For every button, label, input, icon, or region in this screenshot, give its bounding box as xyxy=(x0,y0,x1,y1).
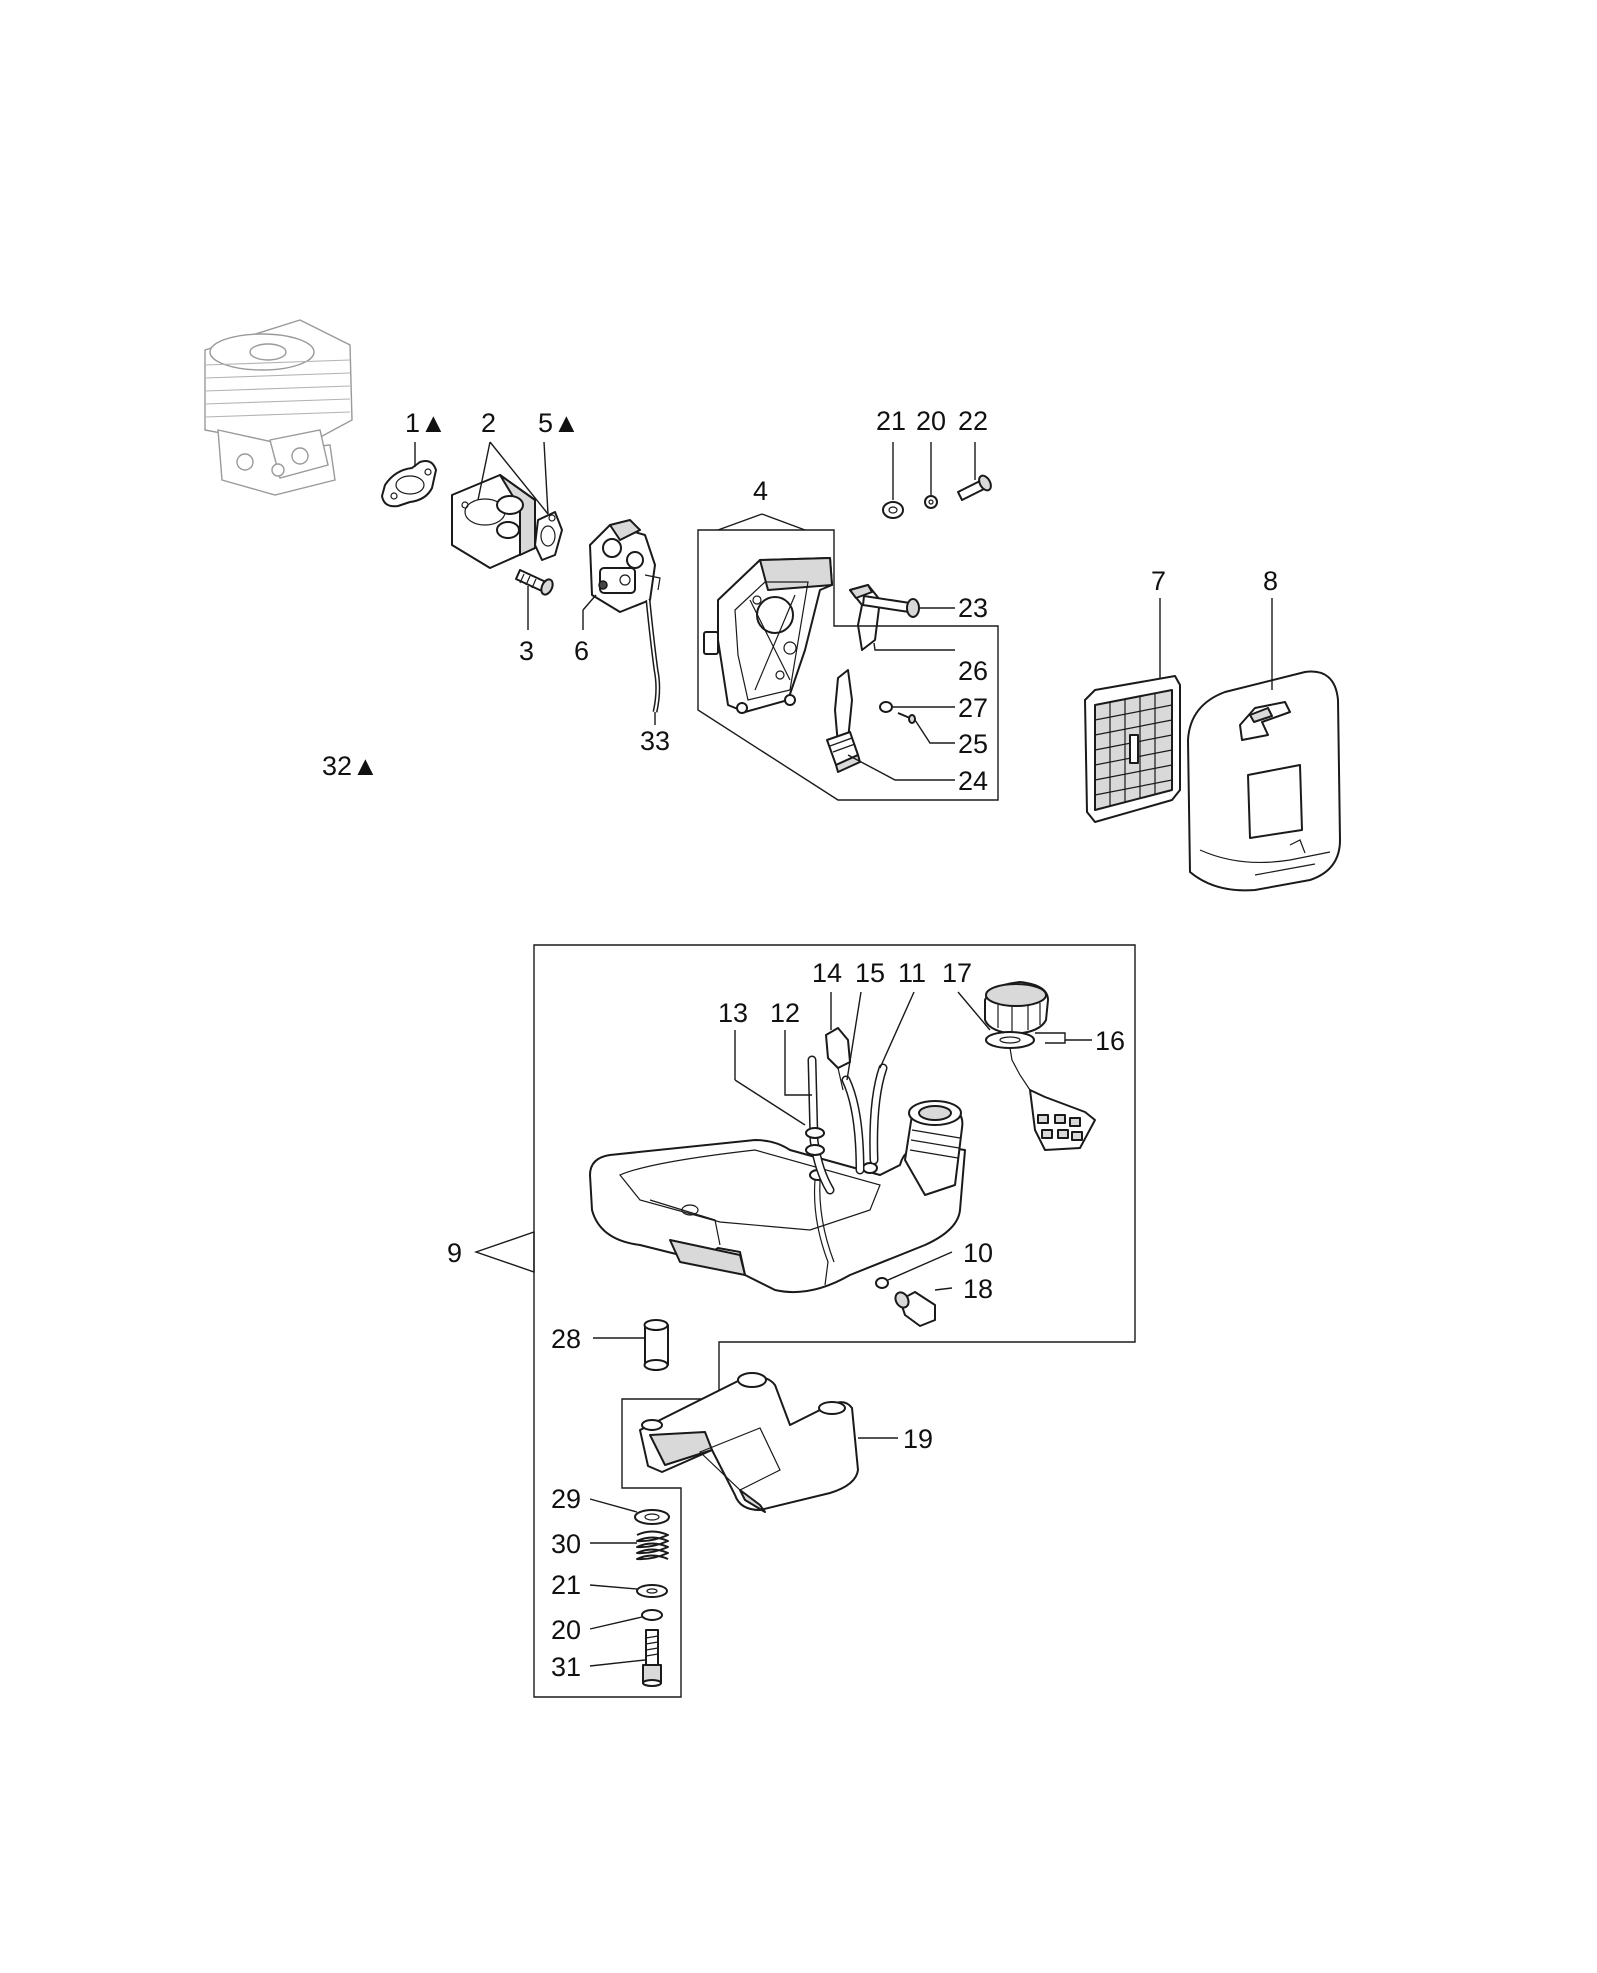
part-28-spacer xyxy=(643,1319,669,1371)
label-32: 32▲ xyxy=(322,751,379,781)
part-17-cap-gasket xyxy=(985,1031,1035,1049)
part-7-filter-element xyxy=(1084,675,1181,823)
part-31-screw xyxy=(642,1629,662,1687)
label-20-top: 20 xyxy=(916,406,946,436)
callout-labels: 1▲ 2 5▲ 3 6 33 4 21 20 22 23 26 27 25 24… xyxy=(322,406,1278,1682)
part-30-spring xyxy=(636,1530,669,1561)
part-24-choke-button xyxy=(826,669,861,773)
label-22: 22 xyxy=(958,406,988,436)
part-5-gasket xyxy=(534,511,563,561)
label-15: 15 xyxy=(855,958,885,988)
part-13-fuel-hose xyxy=(805,1055,835,1195)
part-6-carburetor xyxy=(589,519,661,613)
leader-lines xyxy=(414,441,1273,1667)
label-18: 18 xyxy=(963,1274,993,1304)
label-9: 9 xyxy=(447,1238,462,1268)
label-23: 23 xyxy=(958,593,988,623)
label-26: 26 xyxy=(958,656,988,686)
part-29-washer xyxy=(634,1509,670,1525)
part-3-screw xyxy=(515,569,554,596)
label-13: 13 xyxy=(718,998,748,1028)
part-27-washer xyxy=(879,701,893,713)
part-2-carburetor-holder xyxy=(451,474,536,569)
label-11: 11 xyxy=(898,958,926,988)
filter-mesh xyxy=(1094,693,1173,807)
part-21-washer-bottom xyxy=(636,1584,668,1598)
part-16-fuel-cap xyxy=(984,981,1049,1035)
label-4: 4 xyxy=(753,476,768,506)
part-23-screw xyxy=(862,595,920,618)
label-27: 27 xyxy=(958,693,988,723)
part-22-screw xyxy=(957,474,992,501)
label-10: 10 xyxy=(963,1238,993,1268)
label-19: 19 xyxy=(903,1424,933,1454)
part-33-fuel-hose xyxy=(645,599,661,713)
part-1-gasket xyxy=(381,460,437,508)
label-8: 8 xyxy=(1263,566,1278,596)
part-21-washer-top xyxy=(882,501,904,519)
label-29: 29 xyxy=(551,1484,581,1514)
part-4-air-filter-base xyxy=(703,557,833,714)
part-25-screw xyxy=(897,712,916,724)
cap-retainer-strap xyxy=(1009,1047,1096,1151)
part-8-filter-cover xyxy=(1187,670,1341,892)
label-7: 7 xyxy=(1151,566,1166,596)
part-19-tank-support xyxy=(639,1372,859,1513)
label-20-bottom: 20 xyxy=(551,1615,581,1645)
part-18-primer-bulb xyxy=(894,1291,936,1327)
label-17: 17 xyxy=(942,958,972,988)
fuel-tank-assembly-frame xyxy=(533,944,1136,1698)
part-10-hose-clamp xyxy=(875,1277,889,1289)
label-25: 25 xyxy=(958,729,988,759)
label-21-bottom: 21 xyxy=(551,1570,581,1600)
label-33: 33 xyxy=(640,726,670,756)
label-31: 31 xyxy=(551,1652,581,1682)
label-14: 14 xyxy=(812,958,842,988)
label-21-top: 21 xyxy=(876,406,906,436)
part-11-vent-hose xyxy=(869,1063,888,1165)
part-26-choke-lever xyxy=(849,584,881,651)
label-3: 3 xyxy=(519,636,534,666)
label-16: 16 xyxy=(1095,1026,1125,1056)
part-20-lockwasher-top xyxy=(924,495,938,509)
label-2: 2 xyxy=(481,408,496,438)
label-28: 28 xyxy=(551,1324,581,1354)
label-6: 6 xyxy=(574,636,589,666)
label-30: 30 xyxy=(551,1529,581,1559)
part-20-lockwasher-bottom xyxy=(641,1609,663,1621)
label-12: 12 xyxy=(770,998,800,1028)
engine-cylinder-reference xyxy=(204,319,353,496)
part-9-fuel-tank xyxy=(589,1100,966,1294)
part-15-hose xyxy=(841,1075,865,1175)
label-24: 24 xyxy=(958,766,988,796)
label-1: 1▲ xyxy=(405,408,447,438)
label-5: 5▲ xyxy=(538,408,580,438)
